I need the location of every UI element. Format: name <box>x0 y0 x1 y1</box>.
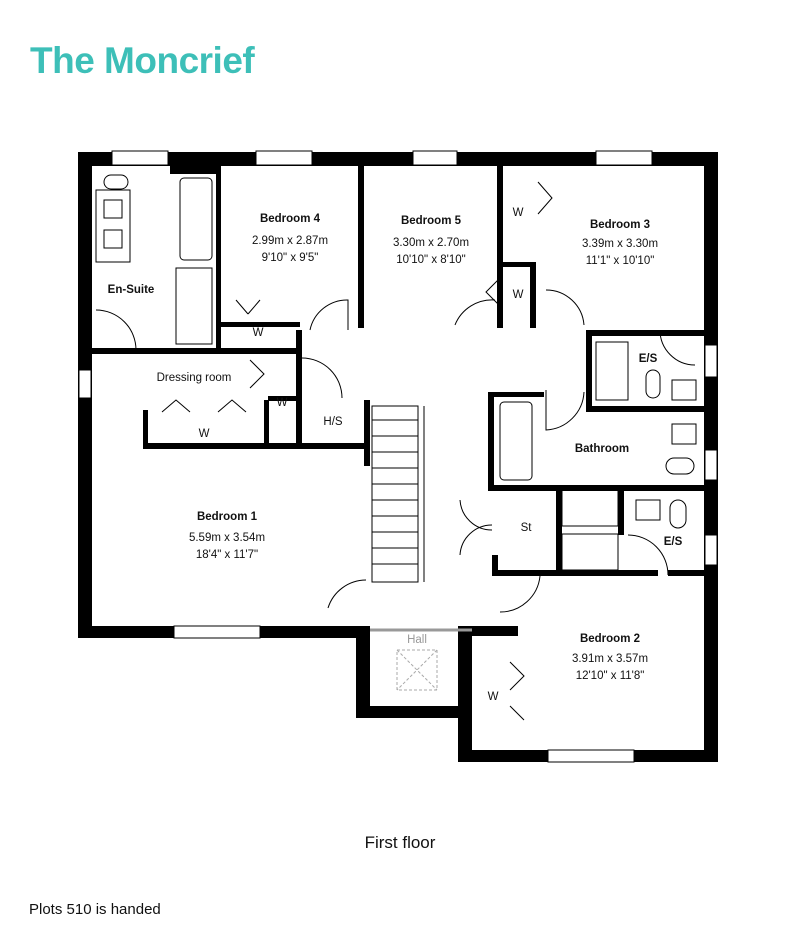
bedroom5-label: Bedroom 5 <box>401 215 462 227</box>
plan-title: The Moncrief <box>30 40 255 81</box>
en-suite-2-label: E/S <box>664 536 683 548</box>
fixtures <box>95 174 697 721</box>
walls <box>78 152 718 762</box>
wardrobe-label: W <box>513 289 524 301</box>
bathroom-label: Bathroom <box>575 443 629 455</box>
bedroom4-imperial: 9'10" x 9'5" <box>262 252 319 264</box>
bedroom5-metric: 3.30m x 2.70m <box>393 237 469 249</box>
bedroom4-label: Bedroom 4 <box>260 213 321 225</box>
en-suite-label: En-Suite <box>108 284 155 296</box>
store-label: St <box>521 522 533 534</box>
wardrobe-label: W <box>253 327 264 339</box>
bedroom3-metric: 3.39m x 3.30m <box>582 238 658 250</box>
floor-label: First floor <box>364 833 436 852</box>
bedroom3-label: Bedroom 3 <box>590 219 650 231</box>
en-suite-3-label: E/S <box>639 353 658 365</box>
bedroom2-imperial: 12'10" x 11'8" <box>576 670 645 682</box>
bedroom3-imperial: 11'1" x 10'10" <box>586 255 655 267</box>
windows <box>78 150 718 763</box>
bedroom5-imperial: 10'10" x 8'10" <box>396 254 465 266</box>
bedroom1-label: Bedroom 1 <box>197 511 258 523</box>
bedroom2-metric: 3.91m x 3.57m <box>572 653 648 665</box>
wardrobe-label: W <box>488 691 499 703</box>
wardrobe-label: W <box>277 397 288 409</box>
dressing-room-label: Dressing room <box>157 372 232 384</box>
plot-note: Plots 510 is handed <box>29 901 161 918</box>
bedroom1-metric: 5.59m x 3.54m <box>189 532 265 544</box>
hall-label: Hall <box>407 634 427 646</box>
hot-store-label: H/S <box>323 416 343 428</box>
wardrobe-label: W <box>513 207 524 219</box>
bedroom1-imperial: 18'4" x 11'7" <box>196 549 258 561</box>
bedroom2-label: Bedroom 2 <box>580 633 640 645</box>
wardrobe-label: W <box>199 428 210 440</box>
bedroom4-metric: 2.99m x 2.87m <box>252 235 328 247</box>
